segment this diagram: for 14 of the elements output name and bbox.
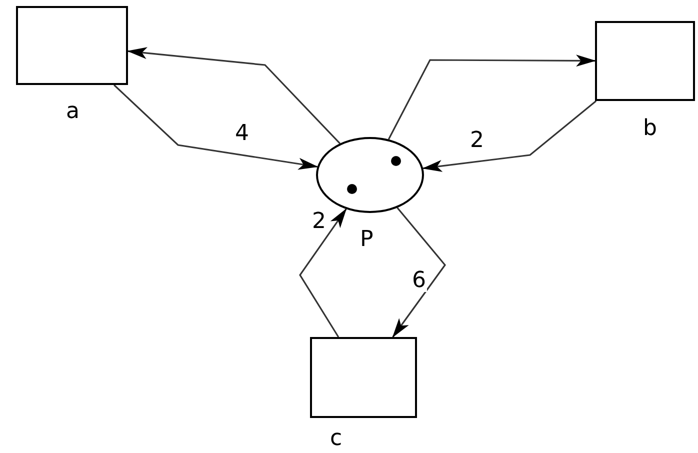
- arrow: [127, 47, 340, 144]
- node-caption: b: [643, 118, 657, 140]
- node-caption: P: [360, 229, 374, 251]
- edge-label: 6: [411, 270, 427, 292]
- arrow: [299, 208, 347, 338]
- arrow: [392, 207, 446, 338]
- arrow: [114, 84, 318, 170]
- transition-box: [16, 6, 128, 85]
- node-caption: a: [66, 101, 80, 123]
- arrow: [388, 54, 596, 140]
- transition-box: [595, 21, 695, 101]
- node-caption: c: [330, 428, 342, 450]
- transition-box: [310, 337, 417, 418]
- arrow: [422, 100, 597, 172]
